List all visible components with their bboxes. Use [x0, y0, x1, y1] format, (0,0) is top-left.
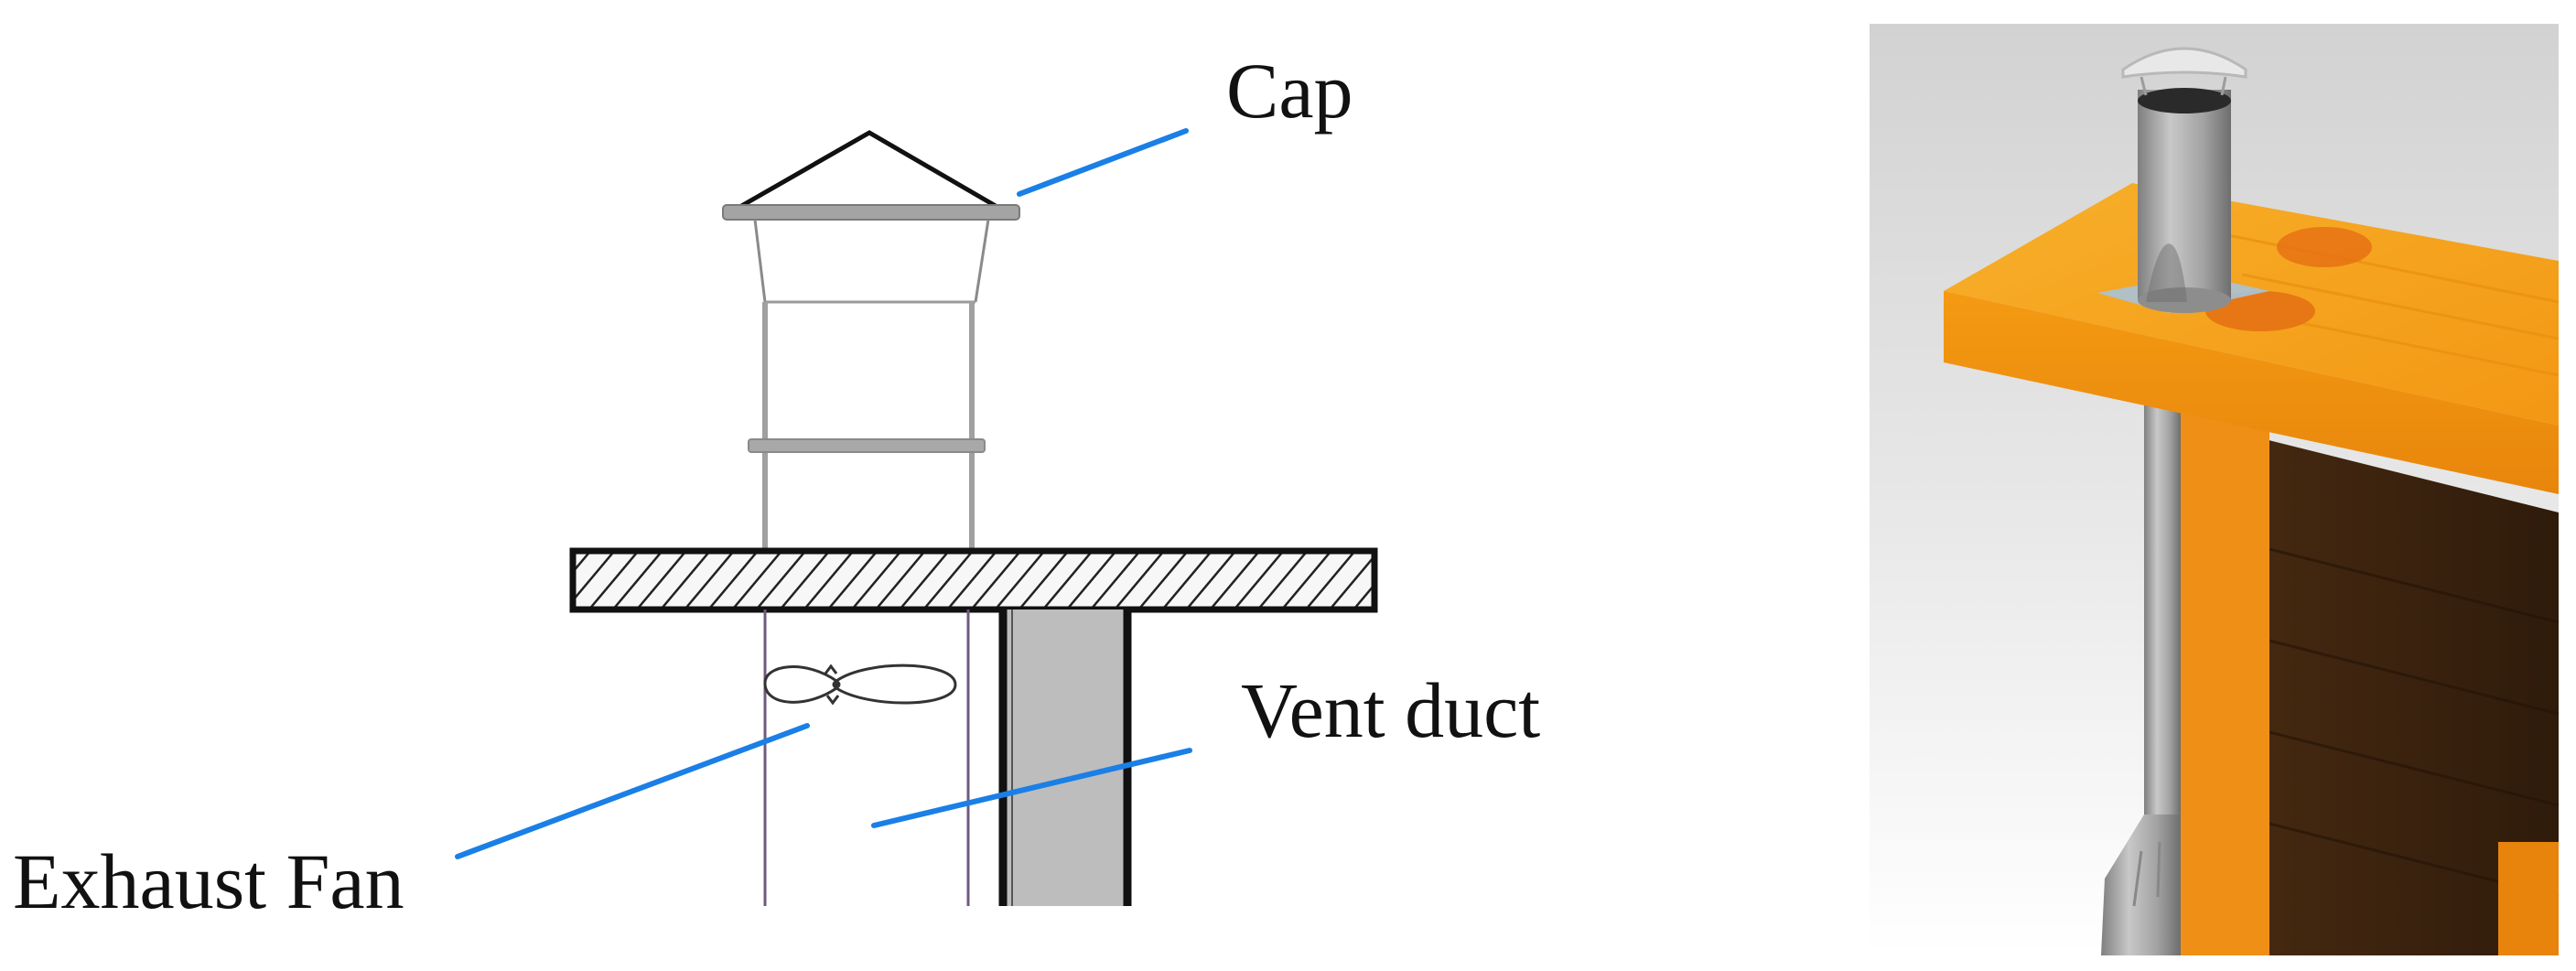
roof-edge	[1944, 291, 2559, 494]
cap-leader-line	[1017, 128, 1189, 197]
vent-schematic: Cap Vent duct Exhaust Fan	[13, 47, 1540, 925]
upper-duct	[748, 300, 986, 551]
exhaust-fan-label: Exhaust Fan	[13, 837, 404, 925]
wall-panel	[2192, 421, 2559, 955]
roof-slab	[569, 547, 1378, 613]
chimney-cap-icon	[722, 130, 1020, 303]
vent-render-illustration	[1870, 24, 2560, 955]
wall-post	[2178, 403, 2269, 955]
vent-duct-label: Vent duct	[1241, 666, 1540, 754]
fan-blade-icon	[763, 664, 957, 706]
lower-pipe	[2101, 384, 2181, 955]
upper-pipe	[2138, 88, 2231, 313]
lower-duct	[763, 610, 970, 906]
cap-label: Cap	[1226, 47, 1353, 135]
exhaust-fan-leader-line	[455, 723, 810, 859]
vent-duct-column	[998, 610, 1132, 906]
vent-duct-leader-line	[871, 748, 1192, 828]
pipe-cap	[2121, 47, 2247, 96]
